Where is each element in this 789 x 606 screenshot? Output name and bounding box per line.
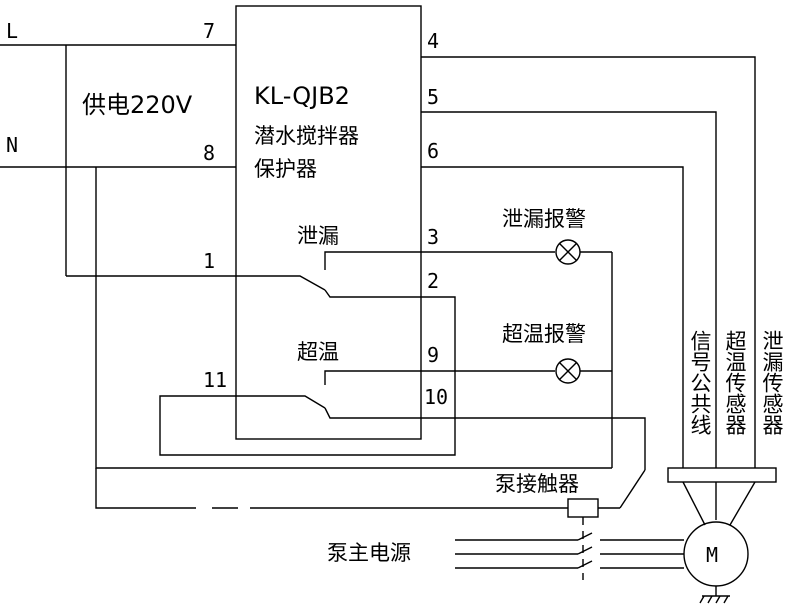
terminal-1: 1: [203, 249, 215, 273]
sensor-wire-overtemp: [421, 111, 717, 468]
overtemp-alarm-label: 超温报警: [502, 322, 586, 346]
sensor-label-leak: 泄漏传感器: [760, 330, 784, 435]
ground-hatch-2: [707, 595, 713, 604]
leak-lamp-cross-b: [558, 242, 578, 262]
sensor-connector: [667, 467, 777, 483]
controller-name-line2: 保护器: [254, 157, 317, 181]
controller-name-line1: 潜水搅拌器: [254, 124, 359, 148]
pump-main-power-label: 泵主电源: [327, 541, 411, 565]
motor-lead-leak: [729, 481, 756, 526]
sensor-wire-leak: [421, 56, 756, 468]
contact-2: [577, 546, 593, 555]
leak-relay-contact-nc: [324, 251, 421, 270]
ground-hatch-1: [699, 595, 705, 604]
overtemp-lamp-cross-b: [558, 361, 578, 381]
overtemp-relay-contact-nc: [324, 370, 421, 385]
terminal-5: 5: [427, 85, 439, 109]
terminal-1-wire: [66, 275, 326, 291]
terminal-7: 7: [203, 19, 215, 43]
motor-lead-common: [682, 481, 706, 526]
label-n: N: [6, 133, 18, 157]
control-wire-solid: [95, 468, 170, 509]
terminal-2: 2: [427, 269, 439, 293]
relay-overtemp-label: 超温: [297, 340, 339, 364]
leak-relay-contact-no: [324, 289, 421, 298]
motor-label: M: [706, 543, 718, 567]
contact-3: [577, 560, 593, 569]
ground-hatch-4: [723, 595, 729, 604]
label-l: L: [6, 19, 18, 43]
terminal-9: 9: [427, 343, 439, 367]
leak-alarm-label: 泄漏报警: [502, 207, 586, 231]
power-label: 供电220V: [82, 91, 193, 119]
terminal-8: 8: [203, 141, 215, 165]
contact-1: [577, 532, 593, 541]
sensor-label-common: 信号公共线: [688, 330, 712, 435]
terminal-11: 11: [203, 368, 227, 392]
sensor-label-overtemp: 超温传感器: [723, 330, 747, 435]
contactor-coil: [567, 498, 599, 518]
terminal-6: 6: [427, 139, 439, 163]
relay-leak-label: 泄漏: [297, 224, 339, 248]
controller-box: [235, 5, 422, 440]
overtemp-relay-contact-no: [324, 407, 646, 470]
ground-hatch-3: [715, 595, 721, 604]
coil-to-contact: [619, 469, 646, 509]
terminal-3: 3: [427, 225, 439, 249]
contactor-label: 泵接触器: [495, 472, 579, 496]
controller-model: KL-QJB2: [254, 82, 350, 110]
terminal-10: 10: [424, 385, 448, 409]
terminal-2-loop: [159, 296, 456, 456]
terminal-4: 4: [427, 29, 439, 53]
sensor-wire-common: [421, 166, 684, 468]
